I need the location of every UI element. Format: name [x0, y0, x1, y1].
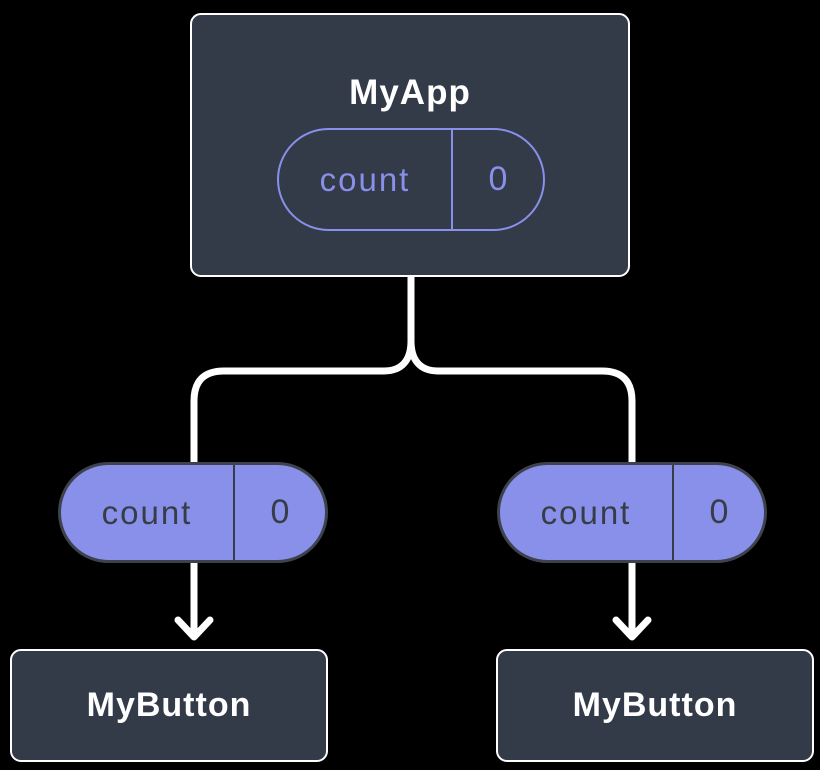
node-mybutton-title: MyButton [86, 686, 252, 724]
prop-pill-left: count 0 [58, 462, 328, 563]
node-mybutton-title: MyButton [572, 686, 738, 724]
pill-divider [233, 465, 235, 560]
prop-value: 0 [270, 493, 290, 531]
state-pill-root: count 0 [277, 128, 545, 231]
pill-divider [672, 465, 674, 560]
node-mybutton-right: MyButton [496, 649, 814, 762]
arrow-down-right-icon [612, 556, 652, 641]
fork-connector-left [190, 270, 415, 466]
node-myapp-title: MyApp [349, 73, 471, 112]
arrow-down-left-icon [174, 556, 214, 641]
node-mybutton-left: MyButton [10, 649, 328, 762]
prop-name-label: count [101, 493, 193, 531]
pill-divider [451, 130, 453, 229]
state-name-label: count [319, 160, 411, 198]
prop-value: 0 [709, 493, 729, 531]
state-value: 0 [488, 160, 508, 198]
node-myapp: MyApp count 0 [190, 13, 630, 277]
fork-connector-right [407, 270, 636, 466]
prop-name-label: count [540, 493, 632, 531]
prop-pill-right: count 0 [497, 462, 767, 563]
